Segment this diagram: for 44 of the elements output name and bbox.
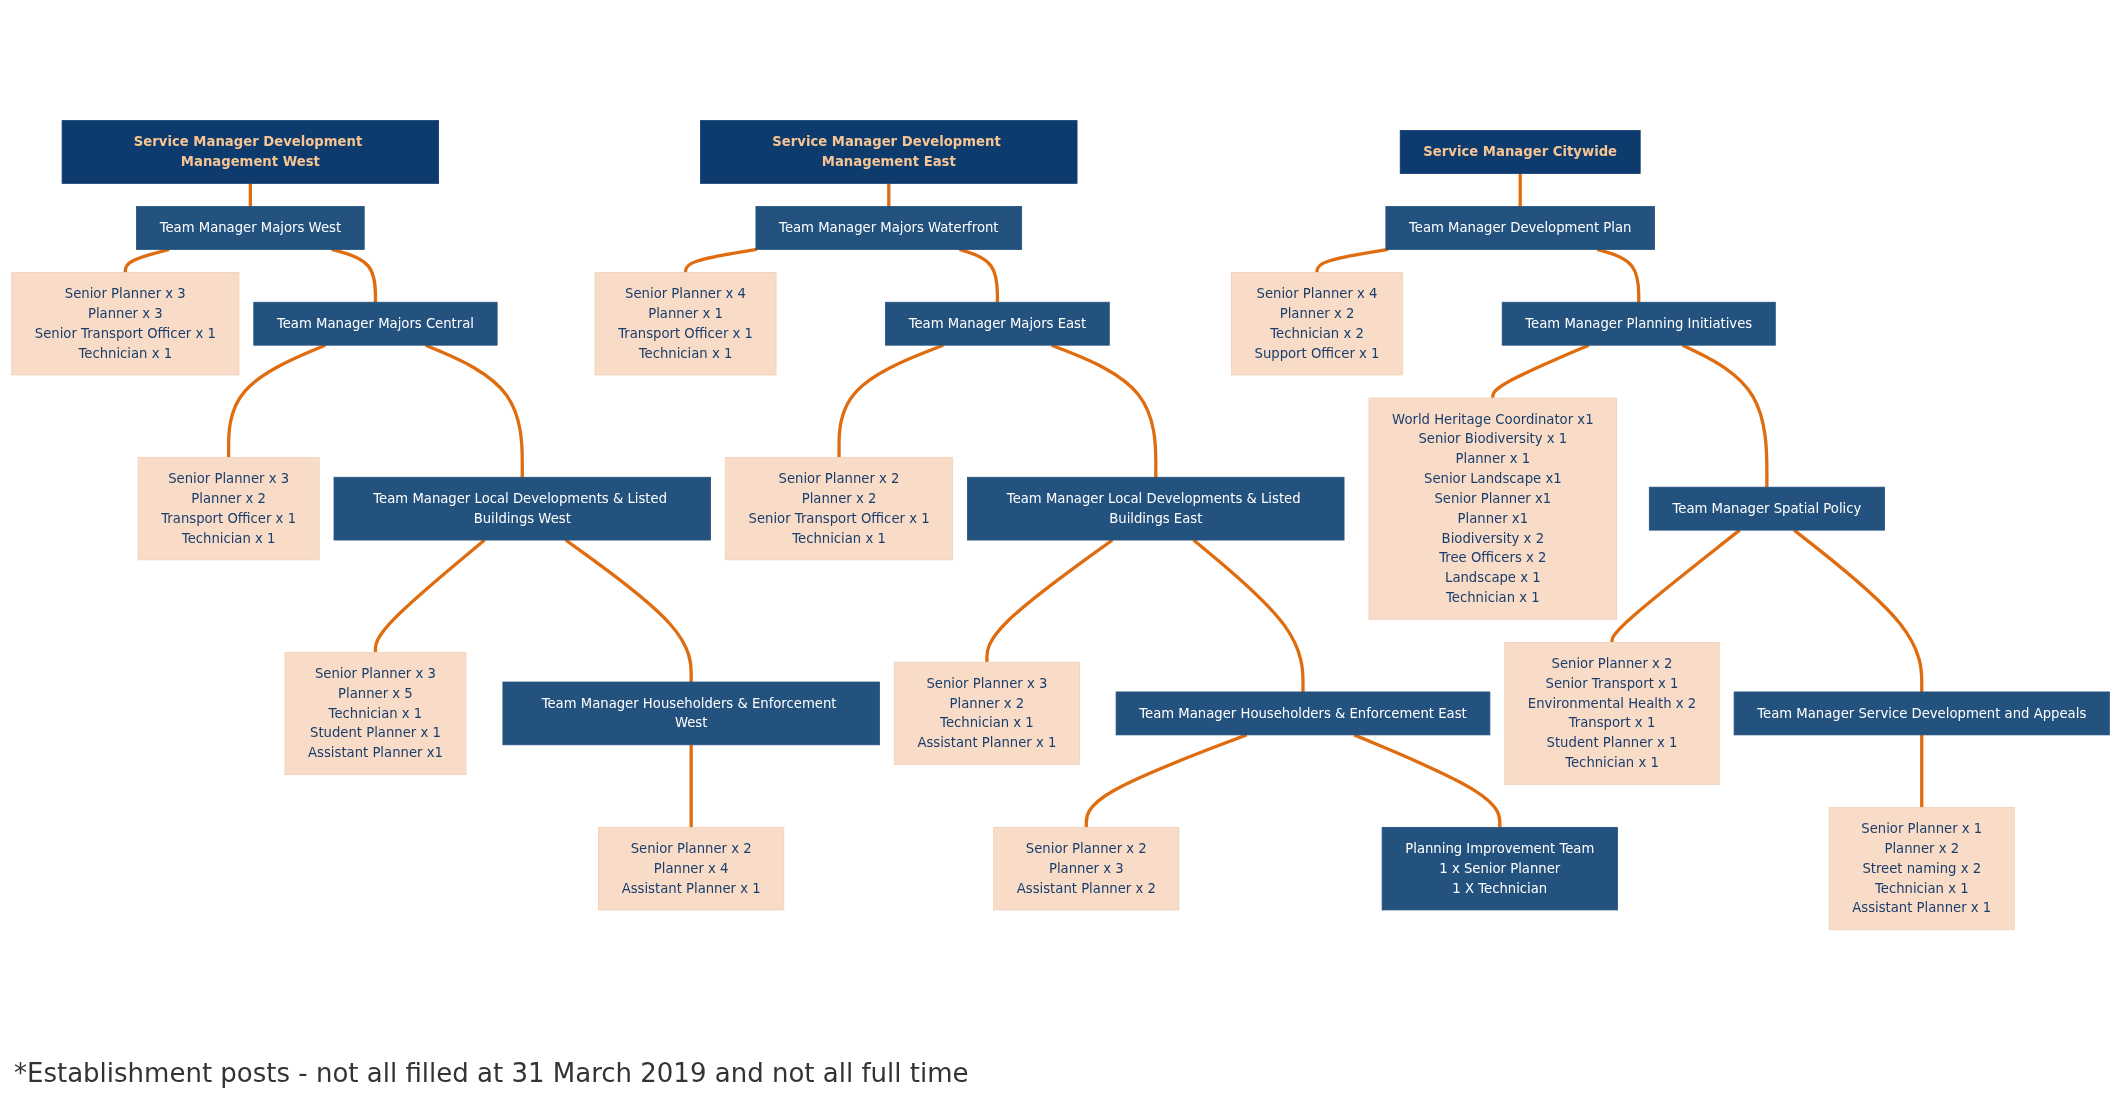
- staff-list-box: Senior Planner x 1 Planner x 2 Street naming x 2 Technician x 1 Assistant Planner x 1: [1828, 806, 2015, 930]
- service-manager-box: Service Manager Development Management East: [700, 120, 1078, 184]
- connector-line: [985, 538, 1114, 663]
- team-manager-box: Team Manager Service Development and Appeals: [1733, 691, 2110, 736]
- connector-line: [1353, 733, 1502, 828]
- team-manager-box: Team Manager Planning Initiatives: [1501, 301, 1776, 346]
- connector-line: [689, 744, 693, 828]
- team-manager-box: Team Manager Spatial Policy: [1648, 486, 1885, 531]
- connector-line: [1610, 528, 1741, 643]
- connector-line: [1315, 247, 1389, 273]
- staff-list-box: Senior Planner x 2 Planner x 4 Assistant Planner x 1: [598, 826, 785, 911]
- team-manager-box: Team Manager Majors East: [885, 301, 1110, 346]
- team-manager-box: Team Manager Majors West: [136, 205, 365, 250]
- team-manager-box: Team Manager Majors Waterfront: [755, 205, 1023, 250]
- team-manager-box: Team Manager Development Plan: [1385, 205, 1655, 250]
- connector-line: [248, 183, 252, 207]
- team-manager-box: Team Manager Local Developments & Listed Buildings East: [967, 476, 1345, 541]
- connector-line: [1518, 173, 1522, 207]
- staff-list-box: Senior Planner x 4 Planner x 2 Technician x 2 Support Officer x 1: [1230, 271, 1404, 376]
- connector-line: [564, 538, 693, 682]
- connector-line: [1192, 538, 1305, 692]
- staff-list-box: Senior Planner x 3 Planner x 2 Technician x 1 Assistant Planner x 1: [893, 661, 1080, 765]
- staff-list-box: Senior Planner x 4 Planner x 1 Transport Officer x 1 Technician x 1: [594, 271, 777, 376]
- staff-list-box: Senior Planner x 3 Planner x 5 Technician x 1 Student Planner x 1 Assistant Planner x1: [284, 651, 467, 775]
- connector-line: [1084, 733, 1248, 828]
- staff-list-box: World Heritage Coordinator x1 Senior Biodiversity x 1 Planner x 1 Senior Landscape x1 Senior Planner x1 Planner x1 Biodiversity x 2 Tree Officers x 2 Landscape x 1 Technician x 1: [1368, 397, 1618, 620]
- footnote: *Establishment posts - not all filled at 31 March 2019 and not all full time: [14, 1058, 969, 1088]
- staff-list-box: Senior Planner x 2 Planner x 3 Assistant Planner x 2: [993, 826, 1180, 911]
- team-manager-box: Team Manager Householders & Enforcement West: [502, 681, 880, 746]
- staff-list-box: Senior Planner x 2 Planner x 2 Senior Transport Officer x 1 Technician x 1: [724, 456, 954, 561]
- connector-line: [1920, 734, 1924, 808]
- connector-line: [373, 538, 486, 653]
- service-manager-box: Service Manager Development Management West: [61, 120, 440, 184]
- service-manager-box: Service Manager Citywide: [1399, 129, 1641, 174]
- team-manager-box: Team Manager Majors Central: [253, 301, 498, 346]
- connector-line: [683, 247, 757, 273]
- connector-line: [887, 183, 891, 207]
- team-manager-box: Team Manager Local Developments & Listed Buildings West: [333, 476, 711, 541]
- staff-list-box: Senior Planner x 3 Planner x 3 Senior Transport Officer x 1 Technician x 1: [11, 271, 240, 376]
- staff-list-box: Senior Planner x 2 Senior Transport x 1 Environmental Health x 2 Transport x 1 Student Planner x 1 Technician x 1: [1504, 641, 1720, 785]
- connector-line: [1793, 528, 1924, 692]
- team-manager-box: Team Manager Householders & Enforcement East: [1115, 691, 1491, 736]
- team-manager-box: Planning Improvement Team 1 x Senior Planner 1 X Technician: [1381, 826, 1618, 911]
- staff-list-box: Senior Planner x 3 Planner x 2 Transport Officer x 1 Technician x 1: [137, 456, 320, 561]
